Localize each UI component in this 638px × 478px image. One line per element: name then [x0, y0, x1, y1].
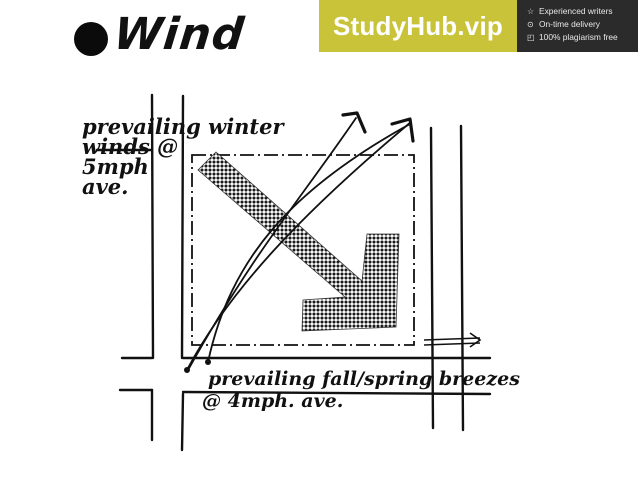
- check-doc-icon: ◰: [527, 33, 535, 42]
- street-lines: [95, 93, 492, 452]
- feature-item: ☆ Experienced writers: [527, 5, 638, 18]
- breeze-origin-dot: [205, 359, 211, 365]
- breeze-paths: [187, 117, 412, 371]
- winter-wind-arrow: [197, 151, 400, 332]
- breeze-curve: [207, 123, 411, 363]
- label-line: prevailing fall/spring breezes: [208, 368, 520, 390]
- brand-logo[interactable]: StudyHub.vip: [319, 0, 517, 52]
- label-line: prevailing winter: [82, 114, 284, 139]
- street-line: [180, 392, 185, 452]
- star-icon: ☆: [527, 7, 535, 16]
- brand-banner[interactable]: StudyHub.vip ☆ Experienced writers ⊙ On-…: [319, 0, 638, 52]
- label-line: ave.: [82, 174, 129, 199]
- feature-text: 100% plagiarism free: [539, 32, 618, 42]
- slide-title: Wind: [74, 6, 247, 62]
- label-line: winds @: [82, 134, 179, 159]
- arrowhead: [341, 111, 367, 134]
- street-line: [429, 126, 435, 430]
- breeze-origin-dot: [184, 367, 190, 373]
- breezes-label: prevailing fall/spring breezes @ 4mph. a…: [202, 368, 520, 412]
- street-line: [150, 93, 155, 360]
- arrowheads: [341, 111, 415, 143]
- arrowhead: [390, 117, 415, 143]
- feature-list: ☆ Experienced writers ⊙ On-time delivery…: [517, 0, 638, 52]
- street-line: [181, 390, 492, 396]
- winter-winds-label: prevailing winter winds @ 5mph ave.: [82, 114, 284, 199]
- bullet-dot: [74, 22, 108, 56]
- north-marker: [423, 332, 482, 348]
- street-line: [180, 94, 185, 360]
- site-boundary: [191, 154, 415, 346]
- feature-text: Experienced writers: [539, 6, 613, 16]
- feature-text: On-time delivery: [539, 19, 600, 29]
- street-line: [459, 124, 465, 432]
- label-line: @ 4mph. ave.: [202, 390, 344, 412]
- breeze-curve: [187, 121, 412, 369]
- brand-name: StudyHub.vip: [333, 10, 503, 41]
- feature-item: ⊙ On-time delivery: [527, 18, 638, 31]
- feature-item: ◰ 100% plagiarism free: [527, 31, 638, 44]
- label-line: 5mph: [82, 154, 149, 179]
- clock-icon: ⊙: [527, 20, 534, 29]
